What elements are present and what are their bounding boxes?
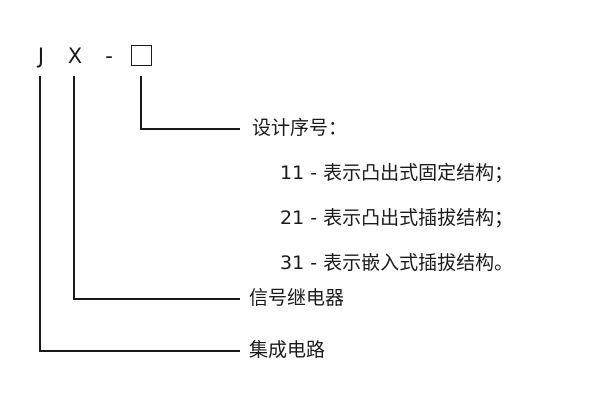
callout-design-serial-item-3: 31 - 表示嵌入式插拔结构。 (280, 252, 514, 274)
leader-line-design-serial-vertical (140, 76, 142, 130)
callout-signal-relay-title: 信号继电器 (249, 287, 345, 309)
callout-design-serial-title: 设计序号： (252, 117, 348, 139)
code-char-x: X (67, 44, 83, 68)
code-char-dash: - (105, 44, 113, 68)
leader-line-signal-relay-horizontal (73, 298, 241, 300)
leader-line-signal-relay-vertical (73, 76, 75, 300)
code-box-placeholder (131, 45, 152, 66)
leader-line-integrated-circuit-horizontal (39, 350, 241, 352)
code-char-j: J (37, 44, 45, 68)
leader-line-integrated-circuit-vertical (39, 76, 41, 352)
callout-design-serial-item-1: 11 - 表示凸出式固定结构； (280, 162, 514, 184)
leader-line-design-serial-horizontal (140, 128, 241, 130)
callout-integrated-circuit-title: 集成电路 (249, 339, 326, 361)
callout-design-serial-item-2: 21 - 表示凸出式插拔结构； (280, 207, 514, 229)
